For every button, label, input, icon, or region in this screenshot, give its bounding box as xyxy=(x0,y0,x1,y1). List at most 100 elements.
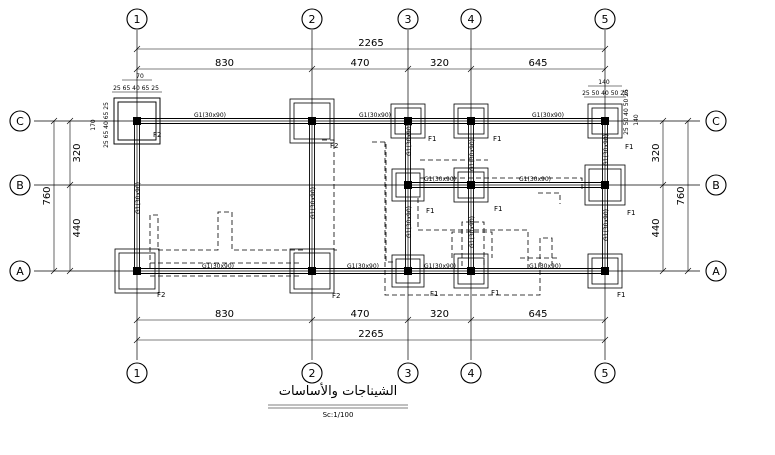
footing-4A-outer xyxy=(453,253,489,289)
column-4B xyxy=(467,181,475,189)
dim-bottom-segments-tick xyxy=(308,316,316,324)
dim-bottom-segments-tick xyxy=(467,316,475,324)
beam-label-horizontal: G1(30x90) xyxy=(519,176,551,183)
right-footing-width: 140 xyxy=(598,79,610,86)
dim-top-segments-text: 320 xyxy=(430,58,449,69)
footing-5B-outer xyxy=(584,164,626,206)
dim-right-segments-tick xyxy=(659,181,667,189)
footing-1A-inner xyxy=(118,252,156,290)
dim-top-segments-tick xyxy=(601,65,609,73)
right-footing-side-parts: 25 50 40 50 25 xyxy=(623,89,630,135)
beam-label-horizontal: G1(30x90) xyxy=(347,263,379,270)
beam-label-horizontal: G1(30x90) xyxy=(424,176,456,183)
dim-left-segments-text: 440 xyxy=(72,218,83,237)
grid-label-5: 5 xyxy=(602,13,609,26)
dim-top-total-text: 2265 xyxy=(358,38,383,49)
left-footing-side: 170 xyxy=(90,119,97,131)
dashed-outline xyxy=(322,139,340,251)
column-4A xyxy=(467,267,475,275)
footing-2C-outer xyxy=(289,98,335,144)
footing-label: F2 xyxy=(330,142,338,150)
column-3C xyxy=(404,117,412,125)
dim-left-segments-tick xyxy=(66,267,74,275)
footing-3C-outer xyxy=(390,103,426,139)
beam-label-vertical: G1(30x90) xyxy=(469,139,476,171)
footing-label: F1 xyxy=(493,135,501,143)
grid-bubble-5 xyxy=(594,8,616,30)
dashed-outline xyxy=(451,231,493,258)
footing-3A-inner xyxy=(395,258,421,284)
footing-3A-outer xyxy=(391,254,425,288)
grid-bubble-5 xyxy=(594,362,616,384)
footing-1C-extra-inner xyxy=(117,101,157,141)
left-footing-side-parts: 25 65 40 65 25 xyxy=(103,102,110,148)
beam-label-horizontal: G1(30x90) xyxy=(532,112,564,119)
drawing-scale: Sc:1/100 xyxy=(323,411,354,419)
grid-bubble-C xyxy=(705,110,727,132)
left-footing-width: 70 xyxy=(136,73,144,80)
dim-top-total-tick xyxy=(601,45,609,53)
grid-label-B: B xyxy=(712,179,720,192)
dim-top-segments-text: 830 xyxy=(215,58,234,69)
grid-label-1: 1 xyxy=(134,13,141,26)
dashed-outline xyxy=(538,192,561,204)
grid-label-4: 4 xyxy=(468,367,475,380)
beam-label-vertical: G1(30x90) xyxy=(603,209,610,241)
grid-bubble-3 xyxy=(397,8,419,30)
dim-top-segments-tick xyxy=(308,65,316,73)
grid-bubble-A xyxy=(705,260,727,282)
beam-label-vertical: G1(30x90) xyxy=(406,206,413,238)
dim-left-segments-tick xyxy=(66,117,74,125)
dim-bottom-total-text: 2265 xyxy=(358,329,383,340)
column-5B xyxy=(601,181,609,189)
dim-left-segments-text: 320 xyxy=(72,143,83,162)
beam-label-vertical: G1(30x90) xyxy=(469,216,476,248)
footing-3B-outer xyxy=(391,168,425,202)
grid-bubble-1 xyxy=(126,362,148,384)
dashed-outline xyxy=(461,221,485,266)
footing-label: F1 xyxy=(426,207,434,215)
right-footing-side: 140 xyxy=(633,114,640,126)
grid-label-2: 2 xyxy=(309,13,316,26)
grid-bubble-4 xyxy=(460,362,482,384)
beam-label-horizontal: G1(30x90) xyxy=(194,112,226,119)
dim-top-segments-tick xyxy=(133,65,141,73)
left-footing-parts: 25 65 40 65 25 xyxy=(113,85,159,92)
footing-4A-inner xyxy=(457,257,485,285)
grid-label-5: 5 xyxy=(602,367,609,380)
right-footing-parts: 25 50 40 50 25 xyxy=(582,90,628,97)
dim-bottom-segments-text: 645 xyxy=(528,309,547,320)
dim-bottom-segments-text: 470 xyxy=(350,309,369,320)
footing-label: F1 xyxy=(428,135,436,143)
dim-bottom-segments-tick xyxy=(133,316,141,324)
footing-label: F1 xyxy=(430,290,438,298)
grid-label-C: C xyxy=(16,115,24,128)
dim-right-segments-tick xyxy=(659,267,667,275)
grid-bubble-3 xyxy=(397,362,419,384)
grid-label-A: A xyxy=(712,265,720,278)
dim-top-segments-tick xyxy=(404,65,412,73)
dim-left-total-tick xyxy=(50,117,58,125)
footing-2C-inner xyxy=(293,102,331,140)
grid-label-1: 1 xyxy=(134,367,141,380)
footing-1A-outer xyxy=(114,248,160,294)
column-3A xyxy=(404,267,412,275)
dim-bottom-total-tick xyxy=(601,336,609,344)
dim-top-segments-tick xyxy=(467,65,475,73)
dim-top-segments-text: 470 xyxy=(350,58,369,69)
grid-label-4: 4 xyxy=(468,13,475,26)
dim-bottom-total-tick xyxy=(133,336,141,344)
dim-right-segments-text: 320 xyxy=(651,143,662,162)
column-3B xyxy=(404,181,412,189)
column-4C xyxy=(467,117,475,125)
footing-4C-outer xyxy=(453,103,489,139)
footing-1C-extra-outer xyxy=(113,97,161,145)
dim-left-segments-tick xyxy=(66,181,74,189)
dashed-outline xyxy=(372,141,395,263)
footing-2A-outer xyxy=(289,248,335,294)
beam-label-vertical: G1(30x90) xyxy=(603,134,610,166)
dim-right-segments-tick xyxy=(659,117,667,125)
footing-label: F2 xyxy=(157,291,165,299)
